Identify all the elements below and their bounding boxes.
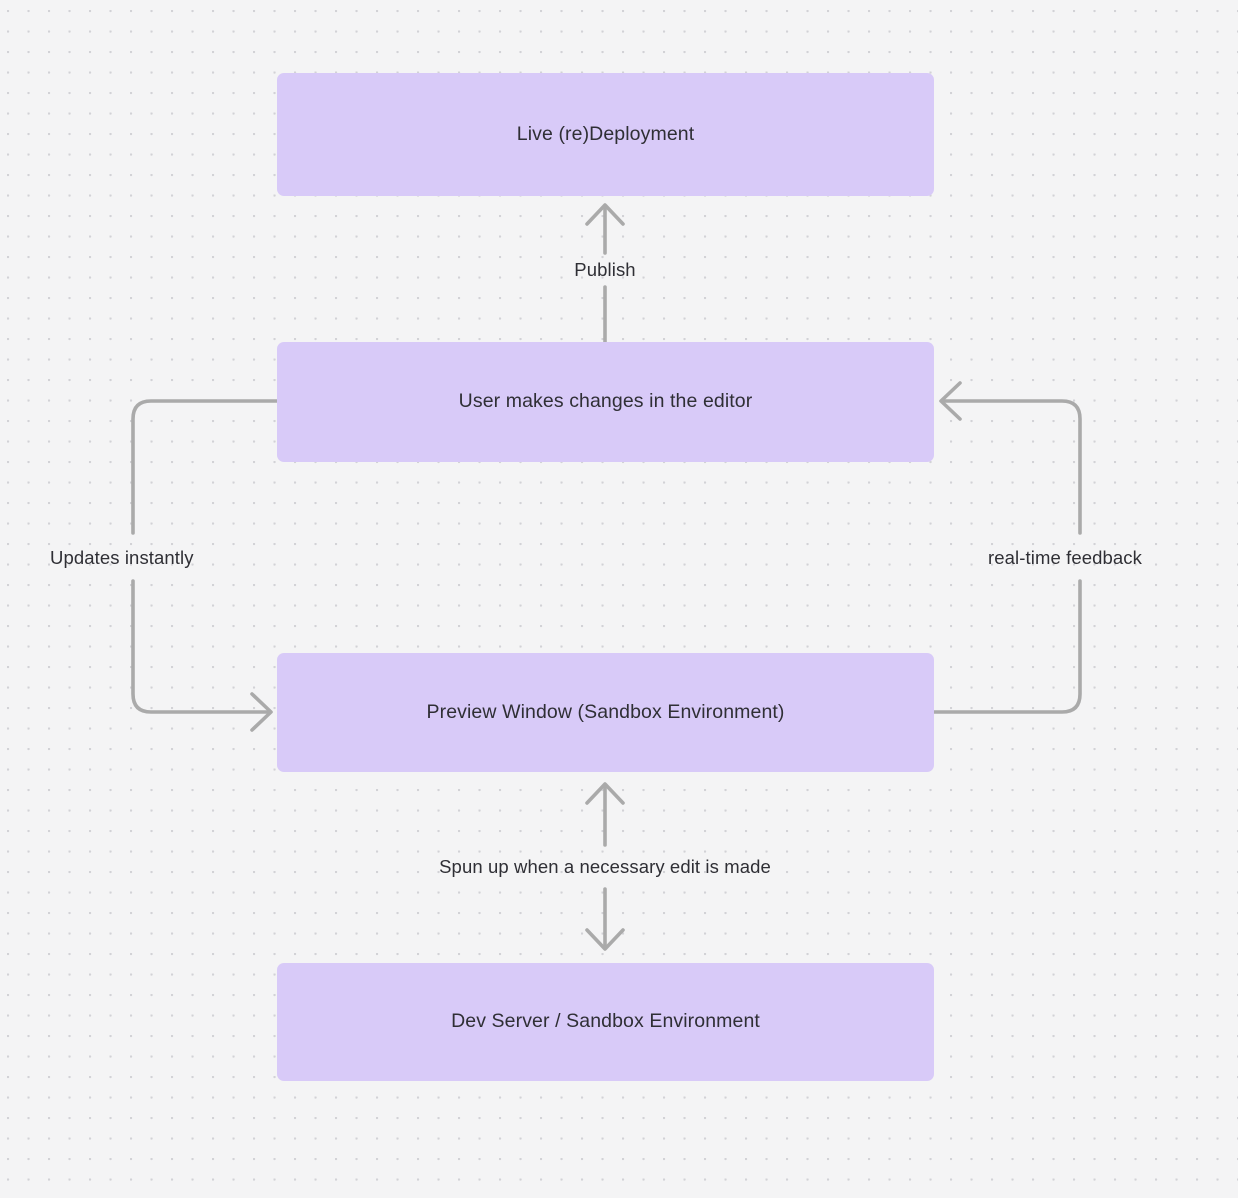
edge-real-time-feedback-line-lower [932,579,1082,714]
edge-label-updates-instantly: Updates instantly [50,547,194,568]
edge-updates-instantly-line-lower [131,579,272,714]
edge-updates-instantly-line-upper [131,399,279,535]
edge-label-spun-up-edit: Spun up when a necessary edit is made [439,856,771,877]
node-dev-server[interactable]: Dev Server / Sandbox Environment [277,963,934,1081]
node-live-redeployment[interactable]: Live (re)Deployment [277,73,934,196]
edge-updates-instantly-arrowhead-right [250,692,273,732]
edge-real-time-feedback-arrowhead-left [939,381,962,421]
node-preview-window[interactable]: Preview Window (Sandbox Environment) [277,653,934,772]
node-label-dev-server: Dev Server / Sandbox Environment [451,1010,760,1033]
node-user-makes-changes[interactable]: User makes changes in the editor [277,342,934,462]
edge-publish-arrowhead-up [585,203,625,226]
edge-spun-up-arrowhead-up [585,782,625,805]
node-label-user-makes-changes: User makes changes in the editor [458,390,753,413]
edge-real-time-feedback-line-upper [940,399,1082,535]
edge-spun-up-arrowhead-down [585,928,625,951]
node-label-live-redeployment: Live (re)Deployment [516,122,695,145]
edge-label-real-time-feedback: real-time feedback [988,547,1142,568]
node-label-preview-window: Preview Window (Sandbox Environment) [426,700,785,723]
edge-label-publish: Publish [574,259,636,280]
